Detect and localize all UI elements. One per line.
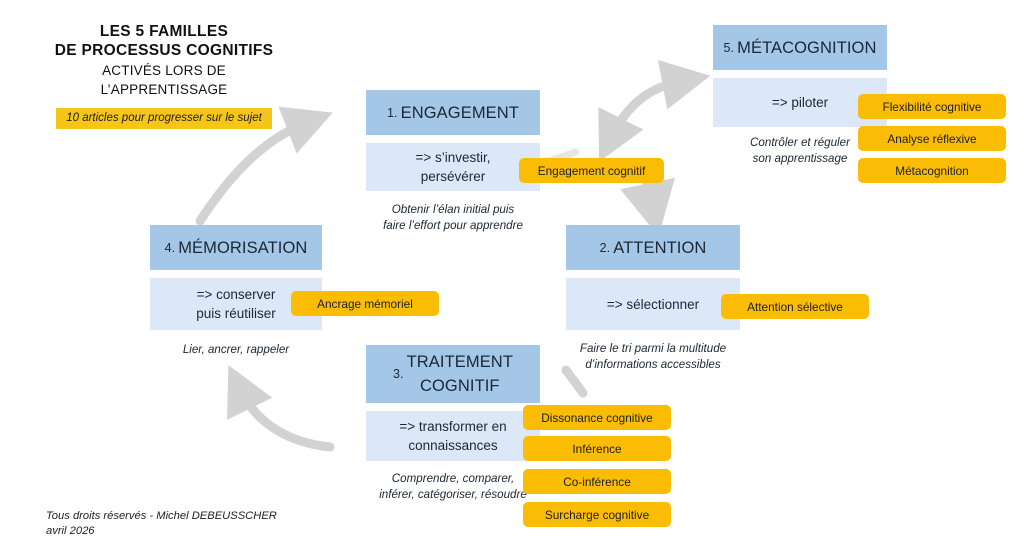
card-attention-action: => sélectionner <box>566 278 740 330</box>
card-metacognition: 5.MÉTACOGNITION => piloter Contrôler et … <box>713 25 895 166</box>
card-engagement-title: ENGAGEMENT <box>400 103 519 122</box>
page-title: LES 5 FAMILLES DE PROCESSUS COGNITIFS AC… <box>44 22 284 129</box>
footer-copyright: Tous droits réservés - Michel DEBEUSSCHE… <box>46 509 277 539</box>
footer-line-2: avril 2026 <box>46 525 95 537</box>
card-memorisation-number: 4. <box>164 240 176 255</box>
tag-flexibilite-cognitive[interactable]: Flexibilité cognitive <box>858 94 1006 119</box>
card-metacognition-note: Contrôler et réguler son apprentissage <box>750 136 850 165</box>
card-attention-note: Faire le tri parmi la multitude d’inform… <box>579 342 727 371</box>
tag-co-inference[interactable]: Co-inférence <box>523 469 671 494</box>
tag-attention-selective[interactable]: Attention sélective <box>721 294 869 319</box>
arrow-engagement-metacognition <box>598 59 711 162</box>
card-traitement-header: 3.TRAITEMENT COGNITIF <box>366 345 540 403</box>
card-attention: 2.ATTENTION => sélectionner Faire le tri… <box>566 225 751 372</box>
arrow-traitement-to-memorisation <box>227 365 335 452</box>
articles-badge[interactable]: 10 articles pour progresser sur le sujet <box>56 108 272 129</box>
title-subtitle: ACTIVÉS LORS DE L’APPRENTISSAGE <box>100 63 228 97</box>
card-engagement-action: => s’investir, persévérer <box>366 143 540 191</box>
card-memorisation-header: 4.MÉMORISATION <box>150 225 322 270</box>
card-traitement-action: => transformer en connaissances <box>366 411 540 461</box>
card-traitement-title: TRAITEMENT COGNITIF <box>406 353 514 395</box>
tag-surcharge-cognitive[interactable]: Surcharge cognitive <box>523 502 671 527</box>
tag-metacognition[interactable]: Métacognition <box>858 158 1006 183</box>
card-engagement-number: 1. <box>387 105 398 120</box>
card-engagement-header: 1.ENGAGEMENT <box>366 90 540 135</box>
card-engagement-note: Obtenir l’élan initial puis faire l’effo… <box>383 203 523 232</box>
card-metacognition-header: 5.MÉTACOGNITION <box>713 25 887 70</box>
card-traitement-note: Comprendre, comparer, inférer, catégoris… <box>379 472 527 501</box>
card-engagement: 1.ENGAGEMENT => s’investir, persévérer O… <box>366 90 548 233</box>
tag-inference[interactable]: Inférence <box>523 436 671 461</box>
card-metacognition-number: 5. <box>723 40 735 55</box>
tag-analyse-reflexive[interactable]: Analyse réflexive <box>858 126 1006 151</box>
card-metacognition-title: MÉTACOGNITION <box>737 38 877 57</box>
footer-line-1: Tous droits réservés - Michel DEBEUSSCHE… <box>46 510 277 522</box>
arrow-attention-to-traitement <box>561 365 588 398</box>
arrow-memorisation-to-engagement <box>195 106 333 226</box>
card-attention-title: ATTENTION <box>613 238 707 257</box>
title-line-2: DE PROCESSUS COGNITIFS <box>54 42 274 59</box>
tag-engagement-cognitif[interactable]: Engagement cognitif <box>519 158 664 183</box>
card-attention-number: 2. <box>599 240 611 255</box>
card-memorisation-note: Lier, ancrer, rappeler <box>182 343 290 356</box>
card-attention-header: 2.ATTENTION <box>566 225 740 270</box>
card-traitement-cognitif: 3.TRAITEMENT COGNITIF => transformer en … <box>366 345 551 502</box>
tag-ancrage-memoriel[interactable]: Ancrage mémoriel <box>291 291 439 316</box>
card-traitement-number: 3. <box>392 367 404 381</box>
tag-dissonance-cognitive[interactable]: Dissonance cognitive <box>523 405 671 430</box>
card-memorisation-title: MÉMORISATION <box>178 238 308 257</box>
title-line-1: LES 5 FAMILLES <box>99 23 229 40</box>
card-memorisation: 4.MÉMORISATION => conserver puis réutili… <box>150 225 331 358</box>
